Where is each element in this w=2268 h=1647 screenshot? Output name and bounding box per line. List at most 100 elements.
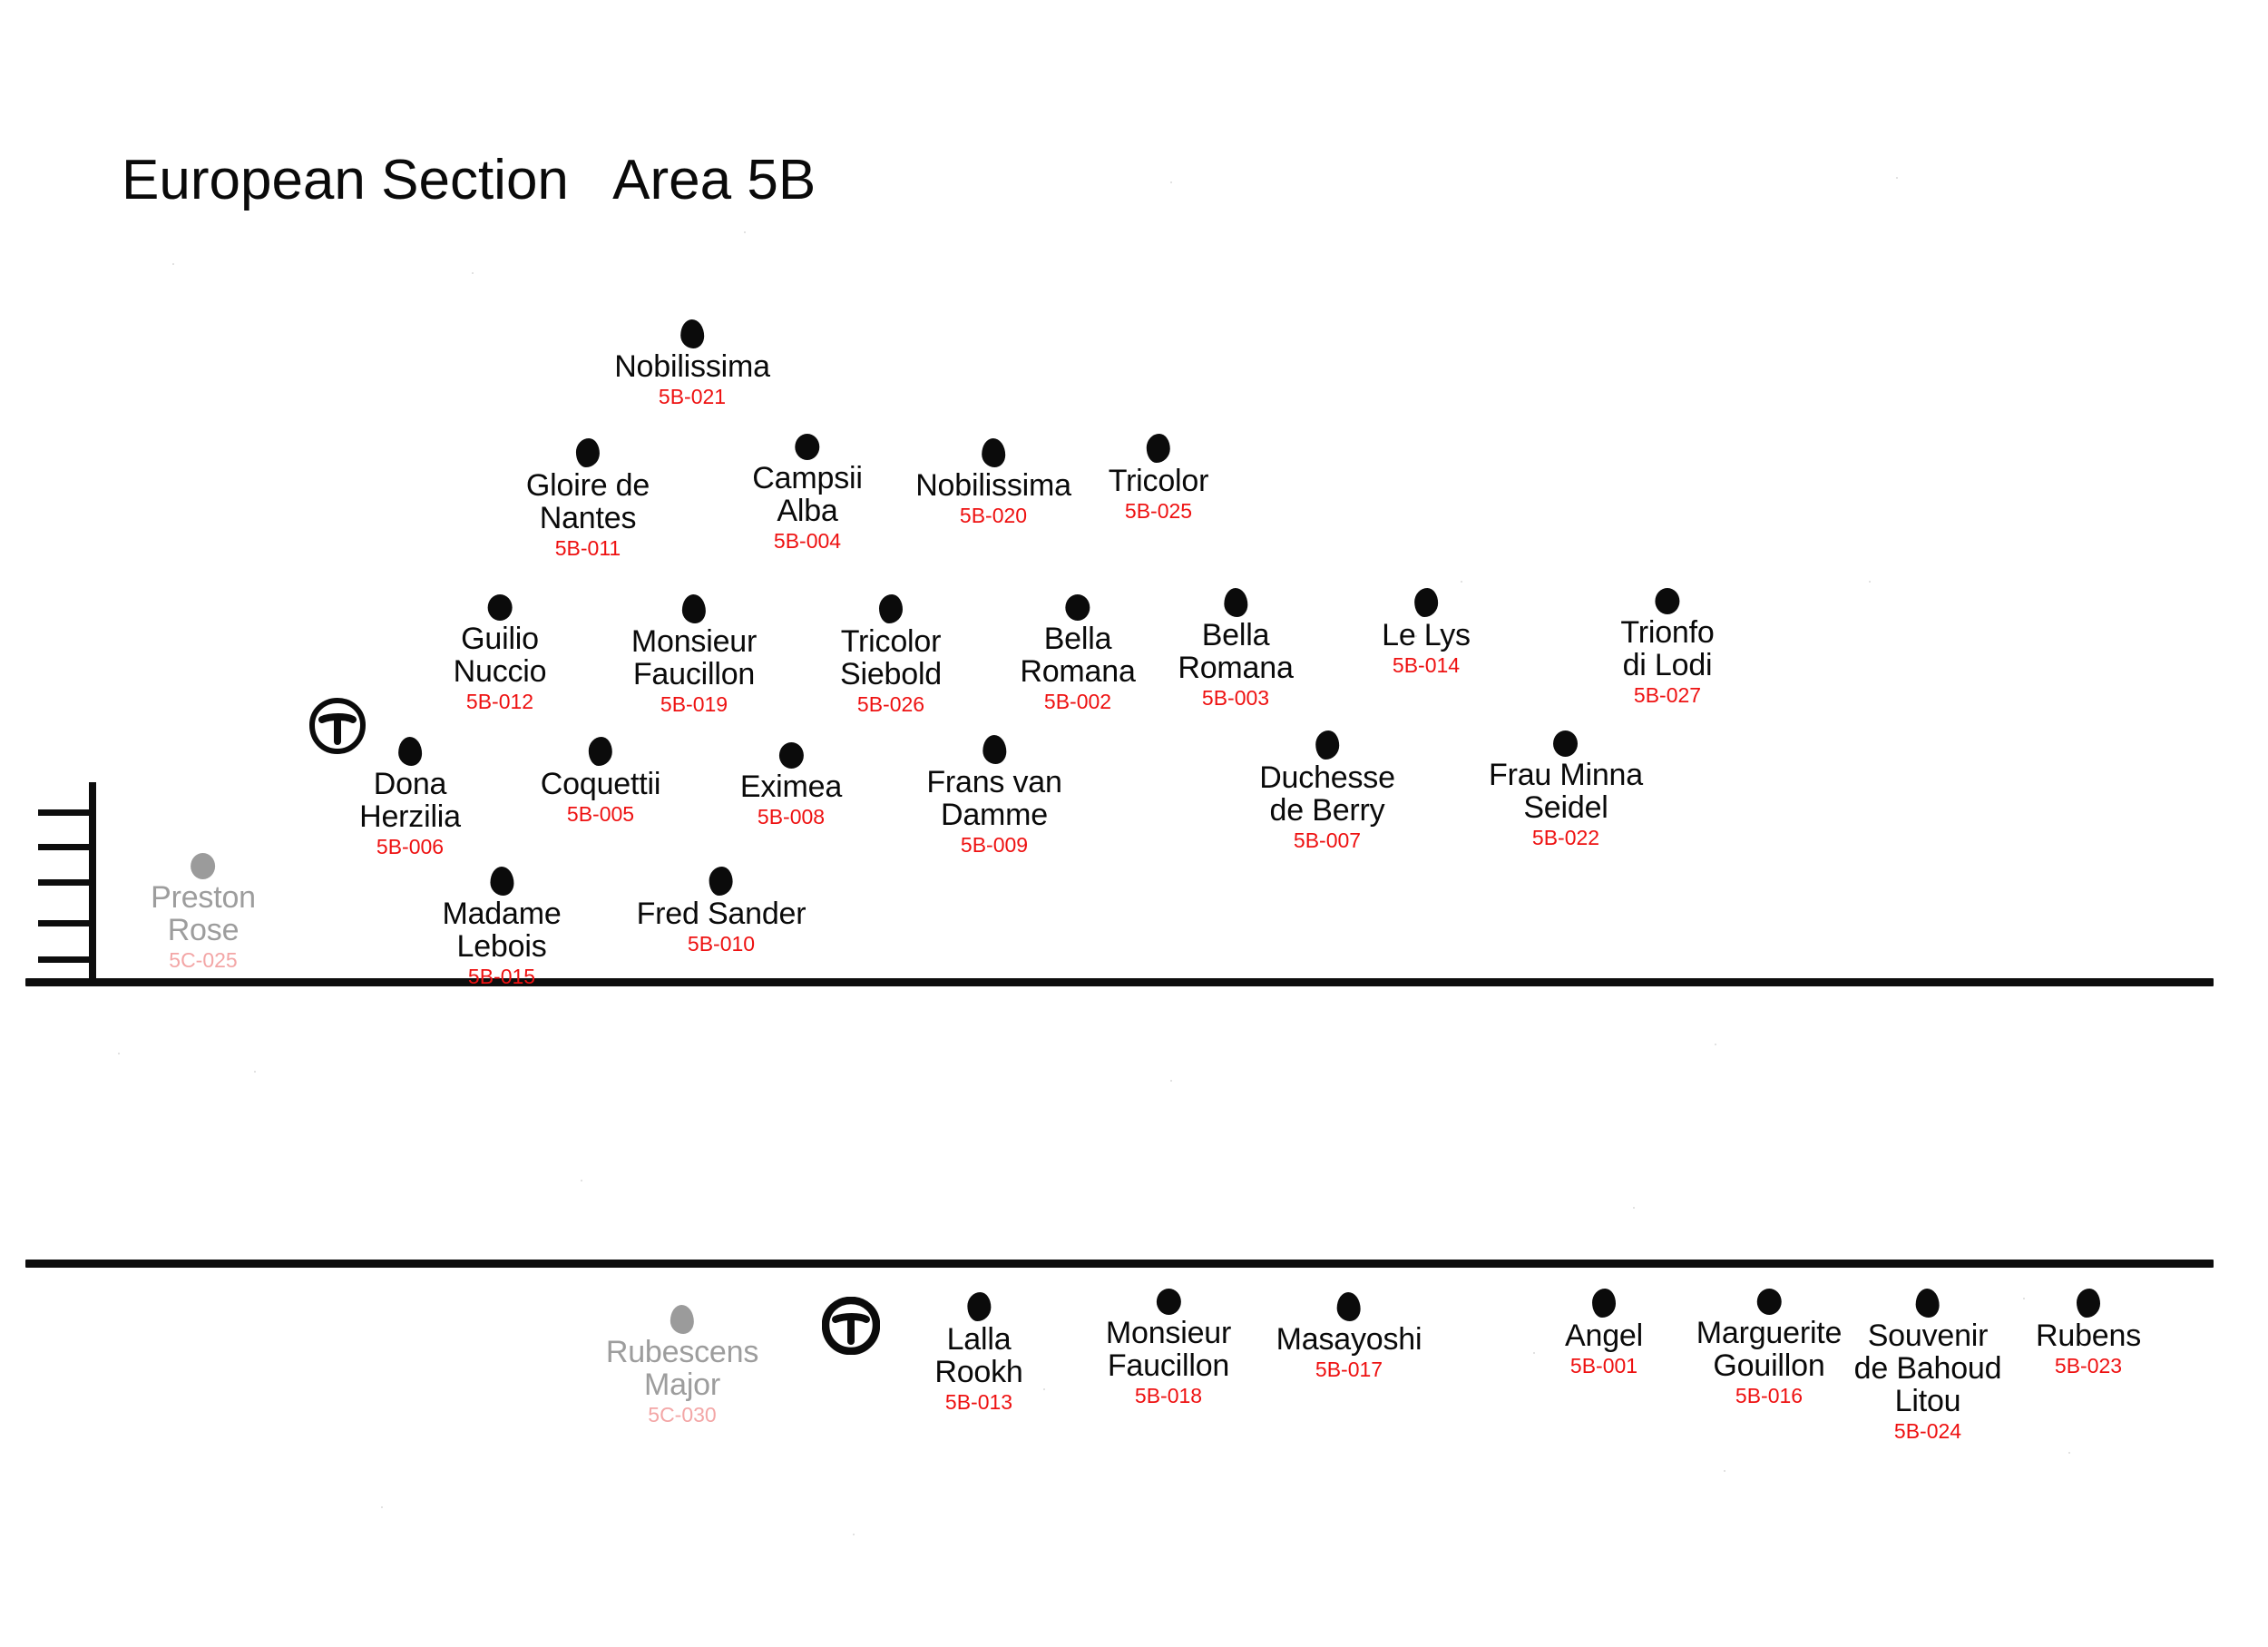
paper-speck xyxy=(1415,635,1417,637)
plant-name: Angel xyxy=(1565,1319,1643,1353)
plant-dot-icon xyxy=(966,1292,991,1321)
plant-code: 5B-015 xyxy=(467,965,536,989)
plant-dot-icon xyxy=(1337,1292,1361,1321)
paper-speck xyxy=(581,1180,582,1181)
plant-code: 5B-009 xyxy=(960,833,1029,858)
plant-name: Fred Sander xyxy=(636,897,807,931)
plant-code: 5B-005 xyxy=(566,802,635,827)
plant-dot-icon xyxy=(1156,1289,1181,1315)
plant-code: 5B-025 xyxy=(1124,499,1193,524)
plant-code: 5B-004 xyxy=(773,529,842,554)
plant-dot-icon xyxy=(1146,434,1170,463)
plant-code: 5B-020 xyxy=(959,504,1028,528)
paper-speck xyxy=(1896,177,1898,179)
plant-code: 5B-016 xyxy=(1735,1384,1804,1408)
paper-speck xyxy=(1170,181,1172,183)
plant-code: 5B-018 xyxy=(1134,1384,1203,1408)
plant-dot-icon xyxy=(1414,588,1438,617)
plant-dot-icon xyxy=(487,594,513,621)
plant-dot-icon xyxy=(1915,1289,1940,1318)
plant-code: 5B-019 xyxy=(660,692,728,717)
plant-name: Masayoshi xyxy=(1276,1322,1422,1357)
plant-code: 5B-006 xyxy=(376,835,445,859)
plant-code: 5B-001 xyxy=(1569,1354,1638,1378)
paper-speck xyxy=(118,1053,120,1054)
scale-tick xyxy=(38,844,91,850)
plant-name: Le Lys xyxy=(1382,618,1471,652)
scale-tick xyxy=(38,920,91,926)
water-tap-icon[interactable] xyxy=(822,1297,880,1355)
plant-code: 5B-013 xyxy=(944,1390,1013,1415)
paper-speck xyxy=(172,263,174,265)
plant-dot-icon xyxy=(1065,594,1090,621)
plant-dot-icon xyxy=(709,867,733,896)
plant-dot-icon xyxy=(1315,730,1339,760)
plant-name: Nobilissima xyxy=(614,349,770,384)
plant-dot-icon xyxy=(778,742,804,769)
water-tap-icon[interactable] xyxy=(308,697,367,755)
scale-tick xyxy=(38,956,91,963)
paper-speck xyxy=(1533,1352,1535,1354)
scale-ruler xyxy=(36,782,109,986)
plant-dot-icon xyxy=(879,594,903,623)
plant-code: 5B-021 xyxy=(658,385,727,409)
plant-dot-icon xyxy=(2077,1289,2100,1318)
plant-dot-icon xyxy=(191,853,216,879)
scale-ruler-rail xyxy=(89,782,96,984)
plant-code: 5B-007 xyxy=(1293,828,1362,853)
plant-dot-icon xyxy=(1756,1289,1782,1315)
paper-speck xyxy=(254,1071,256,1073)
paper-speck xyxy=(1043,1388,1045,1390)
paper-speck xyxy=(1869,581,1871,583)
plant-dot-icon xyxy=(795,434,820,460)
paper-speck xyxy=(1170,1080,1172,1082)
plant-name: Tricolor xyxy=(1108,464,1209,498)
paper-speck xyxy=(1633,1207,1635,1209)
scale-tick xyxy=(38,809,91,816)
paper-speck xyxy=(744,231,746,233)
